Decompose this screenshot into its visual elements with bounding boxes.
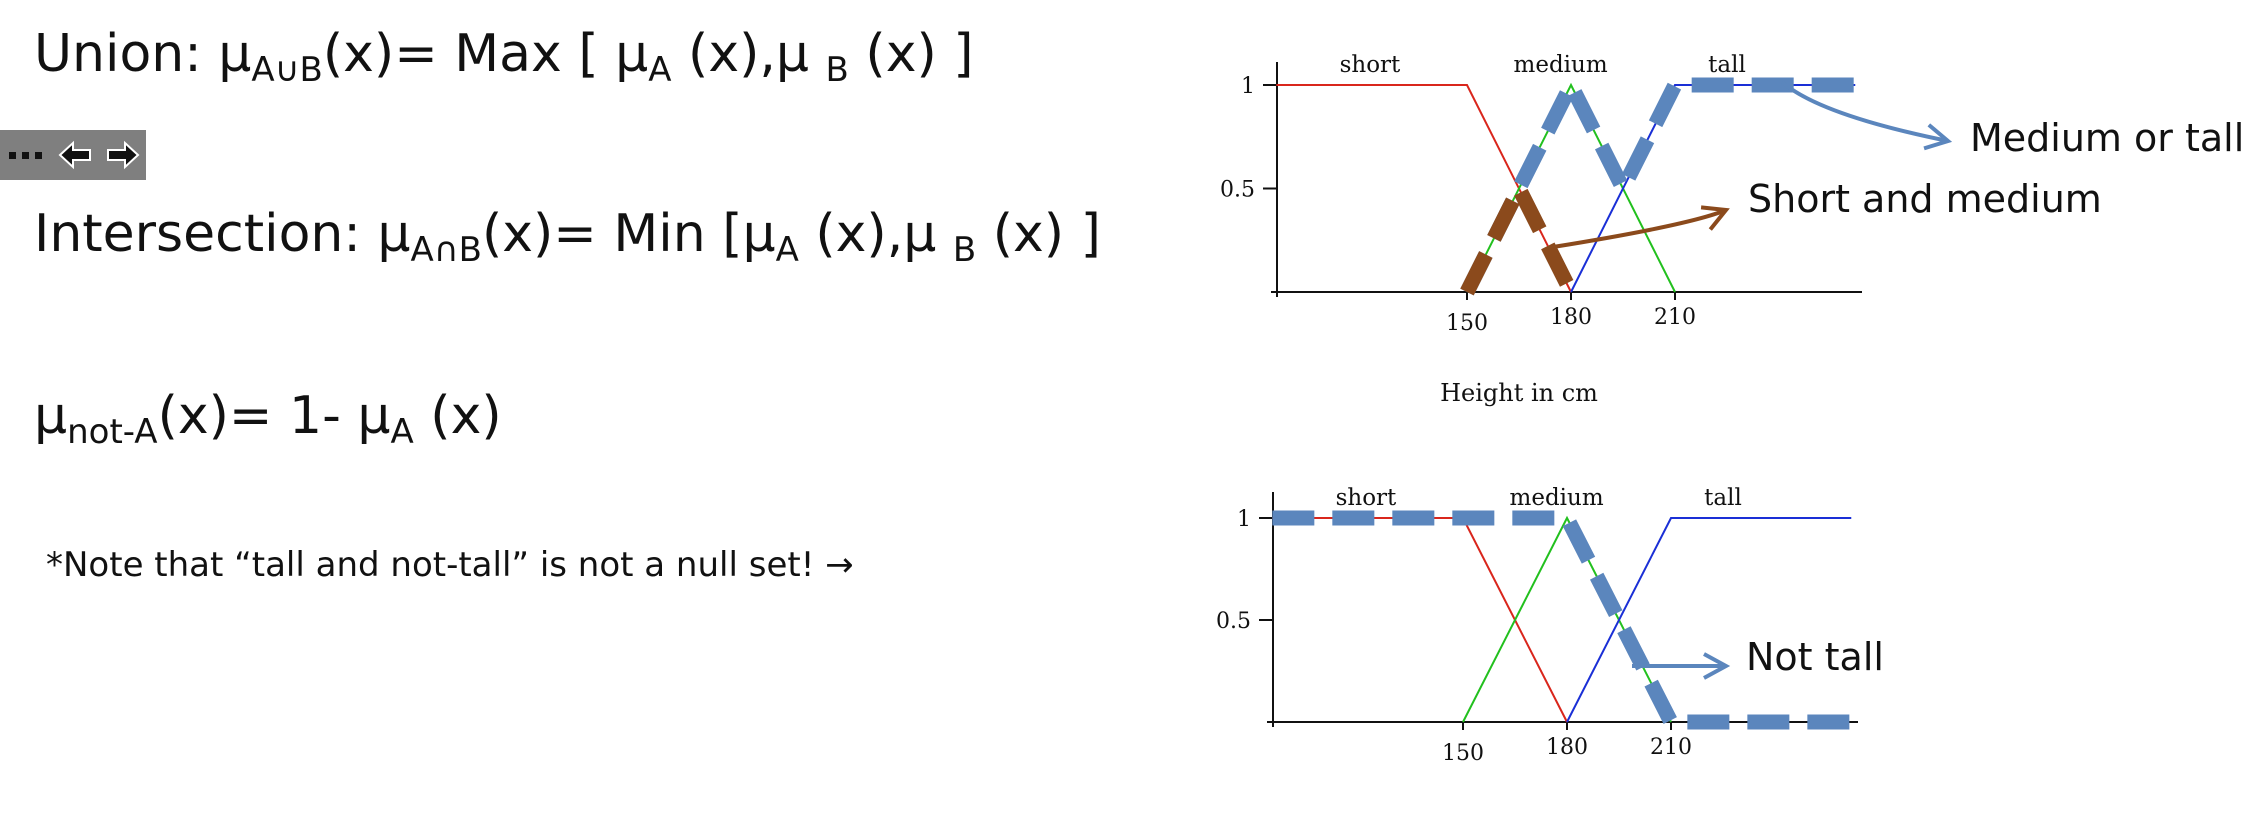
complement-formula: μnot-A(x)= 1- μA (x) [34, 386, 502, 452]
highlight-line-2 [1460, 181, 1578, 296]
highlight-line-1 [1460, 77, 1856, 296]
y-tick-label: 0.5 [1216, 609, 1251, 634]
series-label-tall: tall [1704, 485, 1742, 511]
series-label-short: short [1336, 485, 1397, 511]
y-tick-label: 1 [1241, 74, 1255, 99]
x-tick-label: 150 [1446, 311, 1488, 336]
y-tick-label: 1 [1237, 507, 1251, 532]
series-line-short [1272, 517, 1568, 723]
series-line-tall [1566, 517, 1852, 723]
annotation-label: Not tall [1746, 635, 1884, 679]
x-axis-title: Height in cm [1440, 379, 1598, 407]
series-line-short [1276, 84, 1572, 293]
annotation-arrow [1552, 208, 1727, 249]
annotation-arrowhead [1700, 205, 1730, 231]
annotation-label: Short and medium [1748, 177, 2102, 221]
intersection-formula: Intersection: μA∩B(x)= Min [μA (x),μ B (… [34, 204, 1101, 270]
series-label-medium: medium [1510, 485, 1604, 511]
more-icon[interactable] [8, 149, 44, 161]
x-tick-label: 210 [1650, 735, 1692, 760]
slide-nav-toolbar [0, 130, 146, 180]
union-formula: Union: μA∪B(x)= Max [ μA (x),μ B (x) ] [34, 24, 974, 90]
series-line-tall [1570, 84, 1856, 293]
series-label-medium: medium [1514, 52, 1608, 78]
x-tick-label: 210 [1654, 305, 1696, 330]
annotation-arrowhead [1703, 652, 1731, 680]
highlight-line-1 [1272, 510, 1852, 730]
y-tick-label: 0.5 [1220, 178, 1255, 203]
arrow-left-icon[interactable] [58, 140, 92, 170]
x-tick-label: 180 [1546, 735, 1588, 760]
series-label-tall: tall [1708, 52, 1746, 78]
x-tick-label: 180 [1550, 305, 1592, 330]
arrow-right-icon[interactable] [106, 140, 140, 170]
note-text: *Note that “tall and not-tall” is not a … [46, 545, 854, 585]
annotation-arrow [1780, 80, 1949, 143]
annotation-arrowhead [1923, 123, 1953, 151]
x-tick-label: 150 [1442, 741, 1484, 766]
series-line-medium [1462, 515, 1672, 723]
series-label-short: short [1340, 52, 1401, 78]
series-line-medium [1466, 82, 1676, 293]
annotation-label: Medium or tall [1970, 116, 2244, 160]
